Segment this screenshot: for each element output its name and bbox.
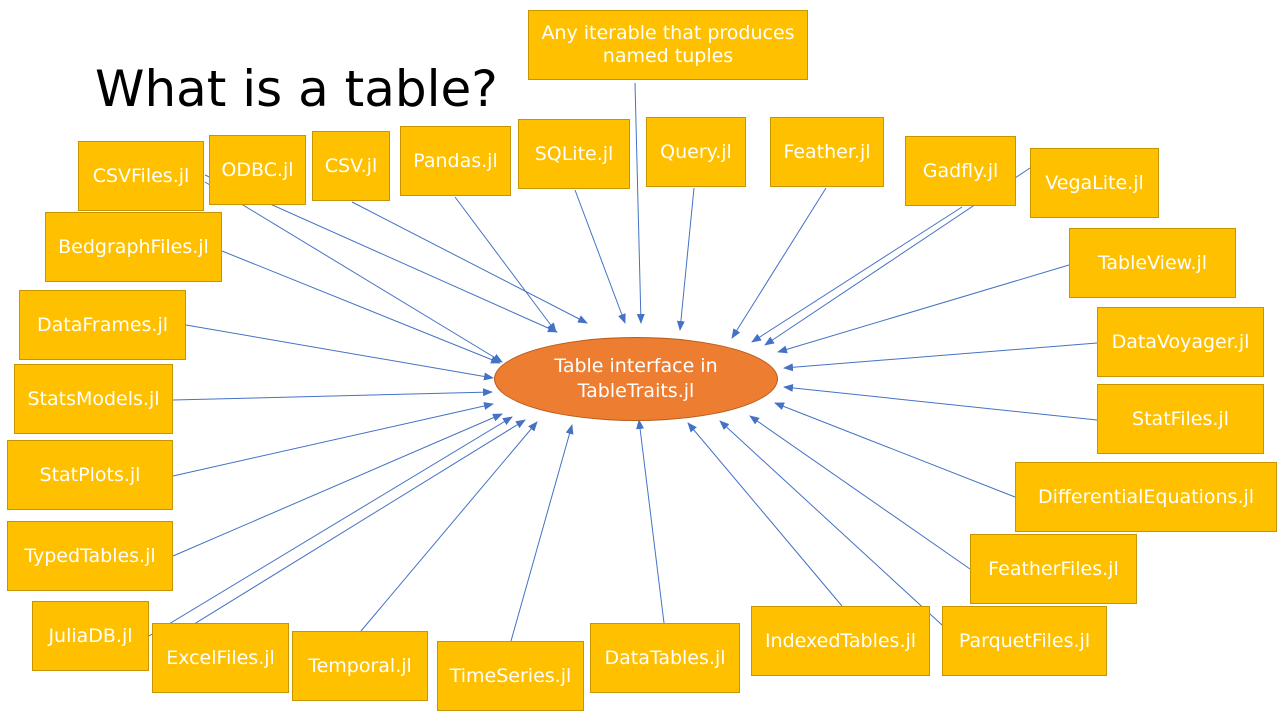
package-box-odbc: ODBC.jl [209,135,306,205]
package-box-excelfiles: ExcelFiles.jl [152,623,289,693]
node-label: CSV.jl [324,154,378,177]
node-label: VegaLite.jl [1045,171,1144,194]
hub-label-line-1: Table interface in [554,355,718,377]
arrow-sqlite-to-hub [574,189,626,324]
node-label: StatPlots.jl [39,463,141,486]
iterable-note-box: Any iterable that produces named tuples [528,10,808,80]
package-box-query: Query.jl [646,117,746,187]
arrow-datatables-to-hub [636,419,665,624]
arrow-timeseries-to-hub [510,424,574,642]
node-label: FeatherFiles.jl [988,557,1119,580]
node-label: BedgraphFiles.jl [58,235,209,258]
arrow-iterable-note-to-hub [634,82,645,324]
arrow-featherfiles-to-hub [749,415,971,570]
package-box-parquetfiles: ParquetFiles.jl [942,606,1107,676]
package-box-juliadb: JuliaDB.jl [32,601,149,671]
arrow-dataframes-to-hub [185,324,494,381]
arrow-gadfly-to-hub [751,206,963,343]
arrow-statfiles-to-hub [783,383,1098,421]
node-label: ExcelFiles.jl [166,646,275,669]
node-label: TimeSeries.jl [449,664,572,687]
arrow-typedtables-to-hub [172,413,503,557]
node-label: DataFrames.jl [36,313,169,336]
package-box-typedtables: TypedTables.jl [7,521,173,591]
slide-title: What is a table? [95,60,498,118]
package-box-datavoyager: DataVoyager.jl [1097,307,1264,377]
package-box-indexedtables: IndexedTables.jl [751,606,930,676]
package-box-sqlite: SQLite.jl [518,119,630,189]
arrow-csvfiles-to-hub [204,181,503,363]
arrow-pandas-to-hub [454,196,557,333]
arrow-statsmodels-to-hub [172,388,493,401]
package-box-csvfiles: CSVFiles.jl [78,141,204,211]
package-box-vegalite: VegaLite.jl [1030,148,1159,218]
arrow-temporal-to-hub [360,421,538,632]
node-label: Temporal.jl [308,654,412,677]
package-box-statplots: StatPlots.jl [7,440,173,510]
package-box-statsmodels: StatsModels.jl [14,364,173,434]
node-label: SQLite.jl [534,142,614,165]
package-box-gadfly: Gadfly.jl [905,136,1016,206]
node-label: DifferentialEquations.jl [1037,485,1255,508]
arrow-statplots-to-hub [172,402,494,477]
arrow-feather-to-hub [731,187,827,339]
node-label: DataTables.jl [604,646,726,669]
arrow-parquetfiles-to-hub [719,420,943,626]
package-box-feather: Feather.jl [770,117,884,187]
arrow-juliadb-to-hub [148,416,513,637]
node-label: ODBC.jl [221,158,294,181]
hub-label-line-2: TableTraits.jl [577,380,695,402]
node-label: Any iterable that produces named tuples [541,22,795,67]
arrow-excelfiles-to-hub [151,419,526,651]
package-box-featherfiles: FeatherFiles.jl [970,534,1137,604]
node-label: StatFiles.jl [1132,407,1229,430]
arrow-bedgraphfiles-to-hub [221,250,501,364]
arrow-differentialequations-to-hub [774,402,1016,498]
package-box-bedgraphfiles: BedgraphFiles.jl [45,212,222,282]
node-label: Gadfly.jl [922,159,999,182]
node-label: DataVoyager.jl [1111,330,1250,353]
arrow-indexedtables-to-hub [687,422,843,607]
package-box-timeseries: TimeSeries.jl [437,641,584,711]
arrow-csv-to-hub [351,201,588,324]
node-label: ParquetFiles.jl [958,629,1091,652]
node-label: Feather.jl [783,140,871,163]
node-label: StatsModels.jl [27,387,160,410]
node-label: TypedTables.jl [24,544,156,567]
package-box-statfiles: StatFiles.jl [1097,384,1264,454]
arrow-datavoyager-to-hub [783,342,1098,372]
arrow-query-to-hub [676,187,695,331]
package-box-datatables: DataTables.jl [590,623,740,693]
arrow-tableview-to-hub [777,264,1070,354]
package-box-differentialequations: DifferentialEquations.jl [1015,462,1277,532]
package-box-tableview: TableView.jl [1069,228,1236,298]
package-box-dataframes: DataFrames.jl [19,290,186,360]
node-label: Query.jl [660,140,732,163]
table-interface-hub: Table interface in TableTraits.jl [494,337,778,421]
node-label: Pandas.jl [413,149,498,172]
node-label: IndexedTables.jl [764,629,917,652]
package-box-pandas: Pandas.jl [400,126,511,196]
node-label: JuliaDB.jl [48,624,133,647]
package-box-temporal: Temporal.jl [292,631,428,701]
node-label: TableView.jl [1097,251,1208,274]
package-box-csv: CSV.jl [312,131,390,201]
node-label: CSVFiles.jl [92,164,190,187]
